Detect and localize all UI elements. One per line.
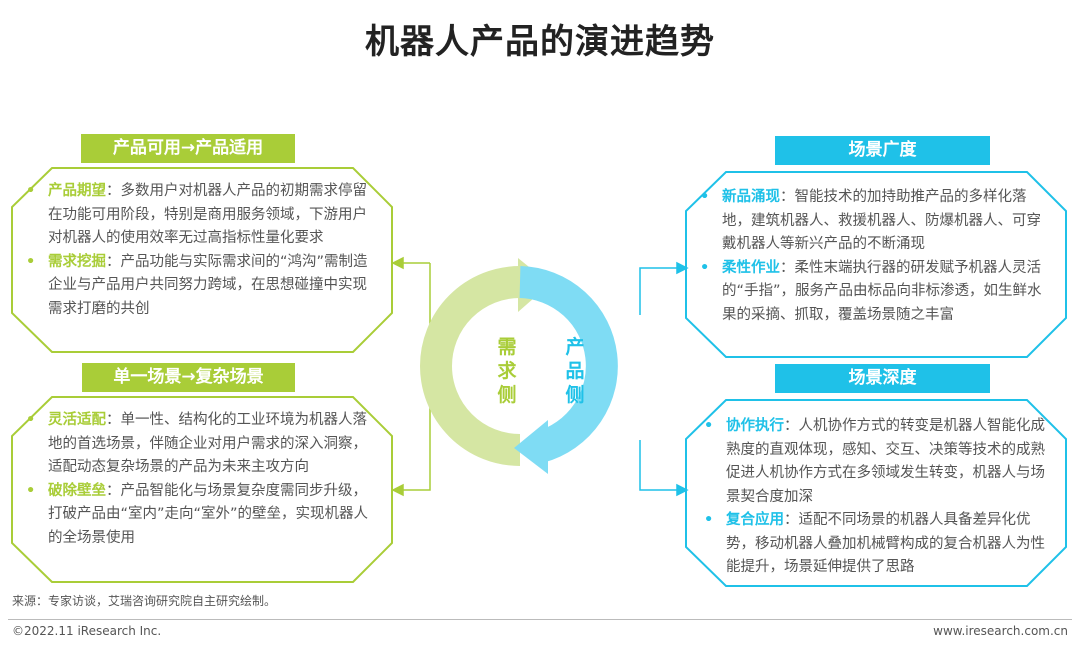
list-item: •复合应用：适配不同场景的机器人具备差异化优势，移动机器人叠加机械臂构成的复合机…: [704, 512, 1045, 575]
source-note: 来源：专家访谈，艾瑞咨询研究院自主研究绘制。: [12, 594, 277, 608]
left-box-1: •产品期望：多数用户对机器人产品的初期需求停留在功能可用阶段，特别是商用服务领域…: [24, 180, 376, 321]
item-key: 协作执行: [726, 418, 784, 434]
item-text: 多数用户对机器人产品的初期需求停留在功能可用阶段，特别是商用服务领域，下游用户对…: [48, 183, 367, 246]
page-title: 机器人产品的演进趋势: [365, 22, 715, 62]
item-text: 智能技术的加持助推产品的多样化落地，建筑机器人、救援机器人、防爆机器人、可穿戴机…: [722, 189, 1041, 252]
product-arc: [519, 266, 618, 463]
item-sep: ：: [780, 259, 795, 276]
item-key: 破除壁垒: [48, 482, 106, 499]
left-header-1: 产品可用→产品适用: [81, 134, 295, 163]
website-link[interactable]: www.iresearch.com.cn: [933, 624, 1068, 638]
right-header-1: 场景广度: [775, 136, 990, 165]
item-sep: ：: [784, 418, 799, 434]
right-box-2: •协作执行：人机协作方式的转变是机器人智能化成熟度的直观体现，感知、交互、决策等…: [702, 415, 1054, 580]
item-sep: ：: [106, 253, 121, 270]
item-key: 需求挖掘: [48, 253, 106, 270]
item-key: 柔性作业: [722, 259, 780, 276]
footer-divider: [8, 619, 1072, 620]
left-box-1-outline: [11, 167, 393, 353]
list-item: •产品期望：多数用户对机器人产品的初期需求停留在功能可用阶段，特别是商用服务领域…: [26, 183, 367, 246]
product-arrowhead: [514, 420, 548, 474]
item-text: 适配不同场景的机器人具备差异化优势，移动机器人叠加机械臂构成的复合机器人为性能提…: [726, 512, 1045, 575]
item-sep: ：: [780, 189, 795, 205]
list-item: •柔性作业：柔性末端执行器的研发赋予机器人灵活的“手指”，服务产品由标品向非标渗…: [700, 259, 1042, 323]
right-box-1: •新品涌现：智能技术的加持助推产品的多样化落地，建筑机器人、救援机器人、防爆机器…: [698, 186, 1050, 327]
item-key: 复合应用: [726, 512, 784, 528]
item-key: 灵活适配: [48, 412, 106, 428]
left-box-2-outline: [11, 396, 393, 583]
item-text: 产品智能化与场景复杂度需同步升级，打破产品由“室内”走向“室外”的壁垒，实现机器…: [48, 482, 369, 546]
list-item: •灵活适配：单一性、结构化的工业环境为机器人落地的首选场景，伴随企业对用户需求的…: [26, 412, 367, 475]
item-text: 产品功能与实际需求间的“鸿沟”需制造企业与产品用户共同努力跨域，在思想碰撞中实现…: [48, 253, 368, 317]
list-item: •需求挖掘：产品功能与实际需求间的“鸿沟”需制造企业与产品用户共同努力跨域，在思…: [26, 253, 368, 317]
item-key: 新品涌现: [722, 189, 780, 205]
right-box-2-outline: [685, 399, 1067, 587]
right-box-1-outline: [685, 171, 1067, 358]
list-item: •新品涌现：智能技术的加持助推产品的多样化落地，建筑机器人、救援机器人、防爆机器…: [700, 189, 1041, 252]
item-key: 产品期望: [48, 183, 106, 199]
left-box-2: •灵活适配：单一性、结构化的工业环境为机器人落地的首选场景，伴随企业对用户需求的…: [24, 409, 376, 550]
item-sep: ：: [106, 183, 121, 199]
item-text: 柔性末端执行器的研发赋予机器人灵活的“手指”，服务产品由标品向非标渗透，如生鲜水…: [722, 259, 1042, 323]
item-sep: ：: [106, 482, 121, 499]
product-side-label: 产品侧: [565, 336, 585, 406]
demand-arc: [420, 266, 521, 466]
copyright: ©2022.11 iResearch Inc.: [12, 624, 162, 638]
demand-side-label: 需求侧: [497, 336, 517, 406]
item-text: 人机协作方式的转变是机器人智能化成熟度的直观体现，感知、交互、决策等技术的成熟促…: [726, 418, 1045, 505]
item-sep: ：: [784, 512, 799, 528]
list-item: •协作执行：人机协作方式的转变是机器人智能化成熟度的直观体现，感知、交互、决策等…: [704, 418, 1045, 505]
right-connector: [639, 261, 689, 497]
list-item: •破除壁垒：产品智能化与场景复杂度需同步升级，打破产品由“室内”走向“室外”的壁…: [26, 482, 369, 546]
item-sep: ：: [106, 412, 121, 428]
left-header-2: 单一场景→复杂场景: [82, 363, 295, 392]
right-header-2: 场景深度: [775, 364, 990, 393]
item-text: 单一性、结构化的工业环境为机器人落地的首选场景，伴随企业对用户需求的深入洞察，适…: [48, 412, 367, 475]
